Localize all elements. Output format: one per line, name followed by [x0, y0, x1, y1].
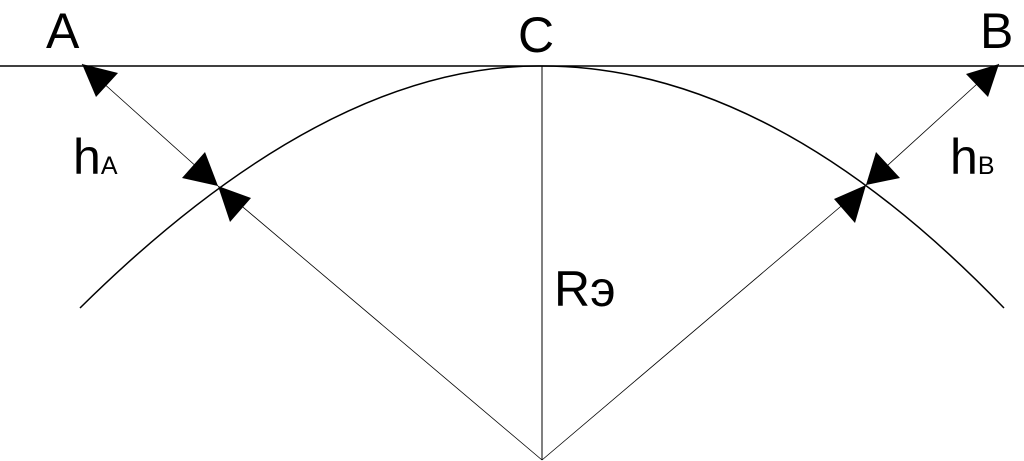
radius-left-line — [217, 185, 543, 461]
arrowhead-b-top — [966, 64, 999, 97]
label-height-a: hA — [73, 129, 118, 185]
label-height-b: hB — [950, 129, 995, 185]
label-point-c: C — [518, 7, 554, 63]
label-radius: Rэ — [554, 261, 616, 317]
label-height-b-sub: B — [978, 152, 995, 180]
radius-right-line — [541, 184, 867, 461]
label-point-a: A — [46, 3, 80, 59]
label-point-b: B — [980, 3, 1013, 59]
arrowhead-b-bottom — [866, 152, 900, 185]
arrowhead-radius-right — [834, 185, 866, 223]
arrowhead-a-bottom — [182, 152, 218, 186]
label-height-a-main: h — [73, 129, 101, 185]
arrowhead-a-top — [82, 64, 118, 97]
label-height-b-main: h — [950, 129, 978, 185]
arrowhead-radius-left — [218, 186, 251, 222]
label-radius-main: R — [554, 261, 590, 317]
label-height-a-sub: A — [101, 152, 118, 180]
label-radius-sub: э — [590, 261, 616, 317]
